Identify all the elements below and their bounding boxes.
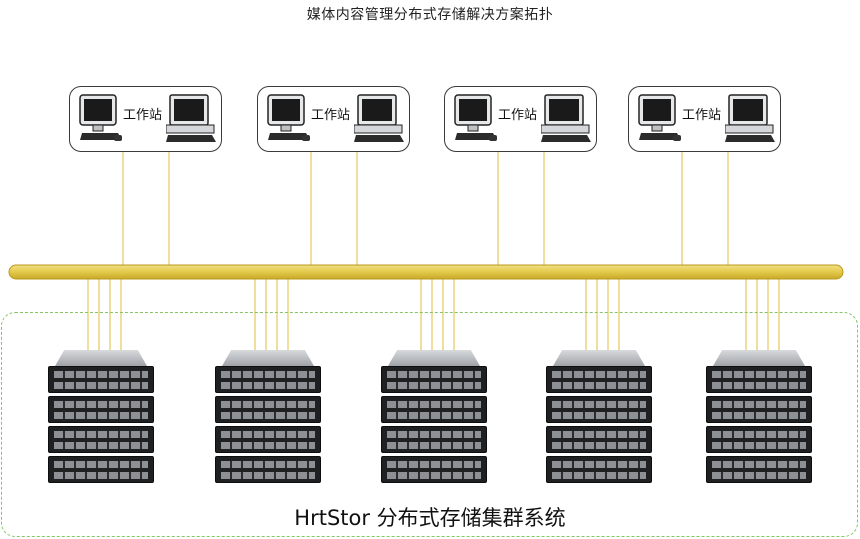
cluster-label: HrtStor 分布式存储集群系统 xyxy=(294,506,566,530)
storage-node-1 xyxy=(48,350,154,486)
disk-enclosure xyxy=(215,456,321,483)
computer-icon xyxy=(541,94,591,142)
workstation-label: 工作站 xyxy=(498,108,538,123)
diagram-title: 媒体内容管理分布式存储解决方案拓扑 xyxy=(306,7,554,23)
computer-icon xyxy=(354,94,404,142)
workstation-label: 工作站 xyxy=(682,108,722,123)
computer-icon xyxy=(166,94,216,142)
disk-enclosure xyxy=(546,396,652,423)
disk-enclosure xyxy=(706,426,812,453)
storage-node-2 xyxy=(215,350,321,486)
workstation-4: 工作站 xyxy=(628,86,781,152)
workstation-uplinks xyxy=(122,152,729,266)
workstation-label: 工作站 xyxy=(123,108,163,123)
disk-enclosure xyxy=(546,456,652,483)
disk-enclosure xyxy=(381,456,487,483)
monitor-icon xyxy=(638,94,681,141)
network-bus xyxy=(8,264,844,280)
disk-enclosure xyxy=(381,366,487,393)
workstation-3: 工作站 xyxy=(444,86,597,152)
disk-enclosure xyxy=(48,456,154,483)
disk-enclosure xyxy=(381,396,487,423)
computer-icon xyxy=(725,94,775,142)
storage-cluster-border xyxy=(1,312,858,537)
disk-enclosure xyxy=(706,396,812,423)
storage-node-4 xyxy=(546,350,652,486)
disk-enclosure xyxy=(215,426,321,453)
disk-enclosure xyxy=(381,426,487,453)
disk-enclosure xyxy=(546,426,652,453)
rack-top xyxy=(55,350,147,366)
workstation-1: 工作站 xyxy=(69,86,222,152)
disk-enclosure xyxy=(546,366,652,393)
storage-node-3 xyxy=(381,350,487,486)
disk-enclosure xyxy=(706,366,812,393)
disk-enclosure xyxy=(706,456,812,483)
disk-enclosure xyxy=(215,396,321,423)
workstation-label: 工作站 xyxy=(311,108,351,123)
rack-top xyxy=(713,350,805,366)
rack-top xyxy=(553,350,645,366)
storage-node-5 xyxy=(706,350,812,486)
disk-enclosure xyxy=(48,366,154,393)
disk-enclosure xyxy=(48,396,154,423)
workstation-2: 工作站 xyxy=(257,86,410,152)
monitor-icon xyxy=(267,94,310,141)
rack-top xyxy=(388,350,480,366)
storage-uplinks xyxy=(87,279,780,352)
monitor-icon xyxy=(454,94,497,141)
disk-enclosure xyxy=(48,426,154,453)
rack-top xyxy=(222,350,314,366)
monitor-icon xyxy=(79,94,122,141)
disk-enclosure xyxy=(215,366,321,393)
